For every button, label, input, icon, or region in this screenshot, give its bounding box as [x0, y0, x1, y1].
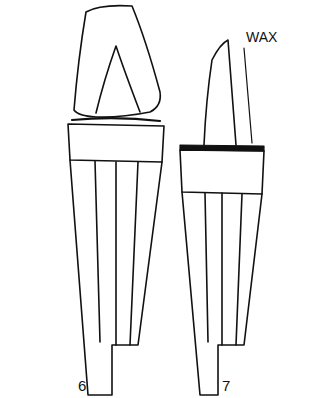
crown-outline	[74, 6, 160, 118]
die-facets	[205, 193, 242, 345]
core-outline	[96, 46, 140, 113]
figure-number: 6	[78, 378, 86, 393]
die-head	[180, 150, 264, 194]
figure-6	[68, 6, 164, 395]
die-head	[68, 124, 164, 162]
die-facets	[95, 161, 138, 345]
figure-7	[180, 40, 264, 395]
figure-number: 7	[222, 378, 230, 393]
leader-line	[244, 48, 252, 143]
die-body	[70, 160, 162, 395]
part-label: WAX	[246, 30, 277, 44]
core-outline	[204, 40, 236, 145]
margin-line	[72, 118, 160, 121]
die-body	[182, 192, 262, 395]
